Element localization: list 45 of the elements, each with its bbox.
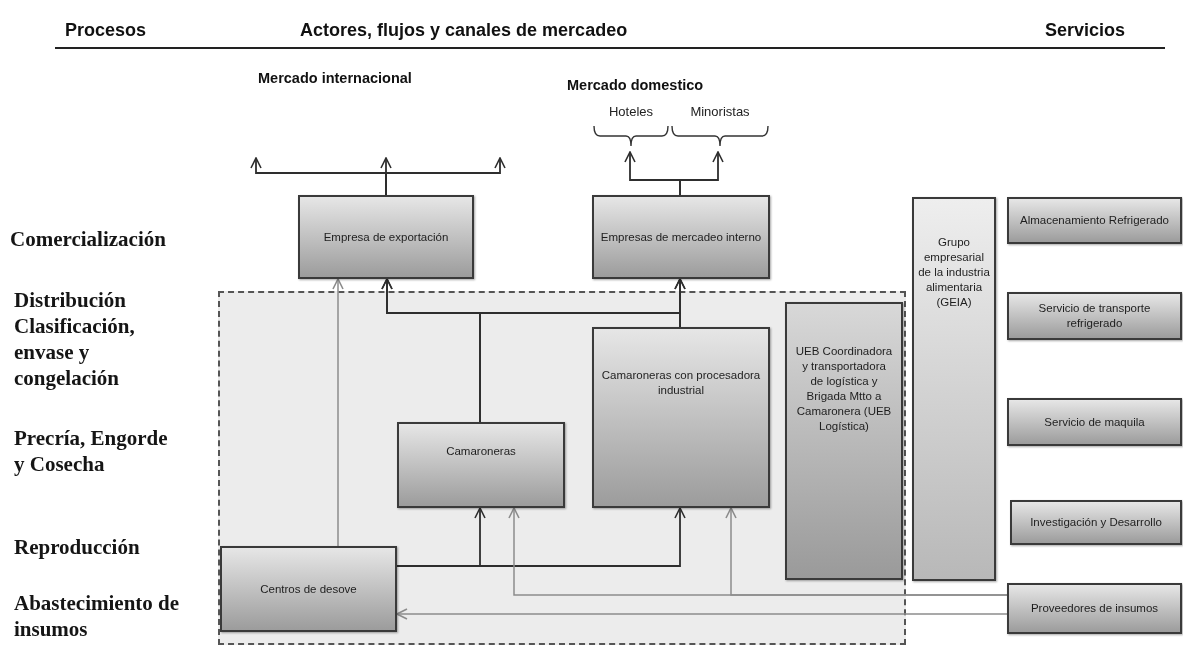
arrow [396,608,1008,620]
arrow [385,157,506,196]
node-label: Empresas de mercadeo interno [600,229,762,245]
process-stage-label: Abastecimiento de insumos [14,590,181,642]
process-box [912,197,996,581]
process-box [592,195,770,279]
process-box [785,302,903,580]
process-stage-label: Comercialización [10,226,166,252]
arrow [396,507,686,567]
node-label: Camaroneras con procesadora industrial [600,367,762,398]
arrow [679,151,724,196]
node-label: Centros de desove [260,581,357,597]
market-heading: Mercado internacional [258,70,412,86]
node-label: Almacenamiento Refrigerado [1020,213,1169,228]
process-box [592,327,770,508]
process-box [1007,398,1182,446]
arrow [725,507,1008,596]
column-header: Actores, flujos y canales de mercadeo [300,20,628,41]
process-stage-label: Precría, Engorde y Cosecha [14,425,169,477]
dashed-region [218,291,906,645]
node-label: Camaroneras [446,443,516,459]
process-stage-label: Reproducción [14,534,141,560]
process-stage-label: Clasificación, envase y congelación [14,313,136,391]
process-stage-label: Distribución [14,287,127,313]
node-label: Servicio de transporte refrigerado [1037,301,1152,331]
arrow [332,278,344,547]
node-label: Minoristas [690,104,750,119]
process-box [397,422,565,508]
column-header: Servicios [1045,20,1126,41]
process-box [1007,197,1182,244]
process-box [1007,292,1182,340]
node-label: Hoteles [608,104,654,119]
node-label: Investigación y Desarrollo [1030,515,1162,530]
process-box [1007,583,1182,634]
process-box [298,195,474,279]
node-label: Proveedores de insumos [1030,601,1159,616]
node-label: Servicio de maquila [1044,414,1145,430]
market-heading: Mercado domestico [567,77,704,93]
process-box [220,546,397,632]
node-label: Grupo empresarial de la industria alimentaria (GEIA) [917,235,991,310]
column-header: Procesos [65,20,147,41]
node-label: UEB Coordinadora y transportadora de logística y Brigada Mtto a Camaronera (UEB Logística) [795,344,893,434]
process-box [1010,500,1182,545]
arrow [381,278,681,328]
node-label: Empresa de exportación [323,229,449,245]
